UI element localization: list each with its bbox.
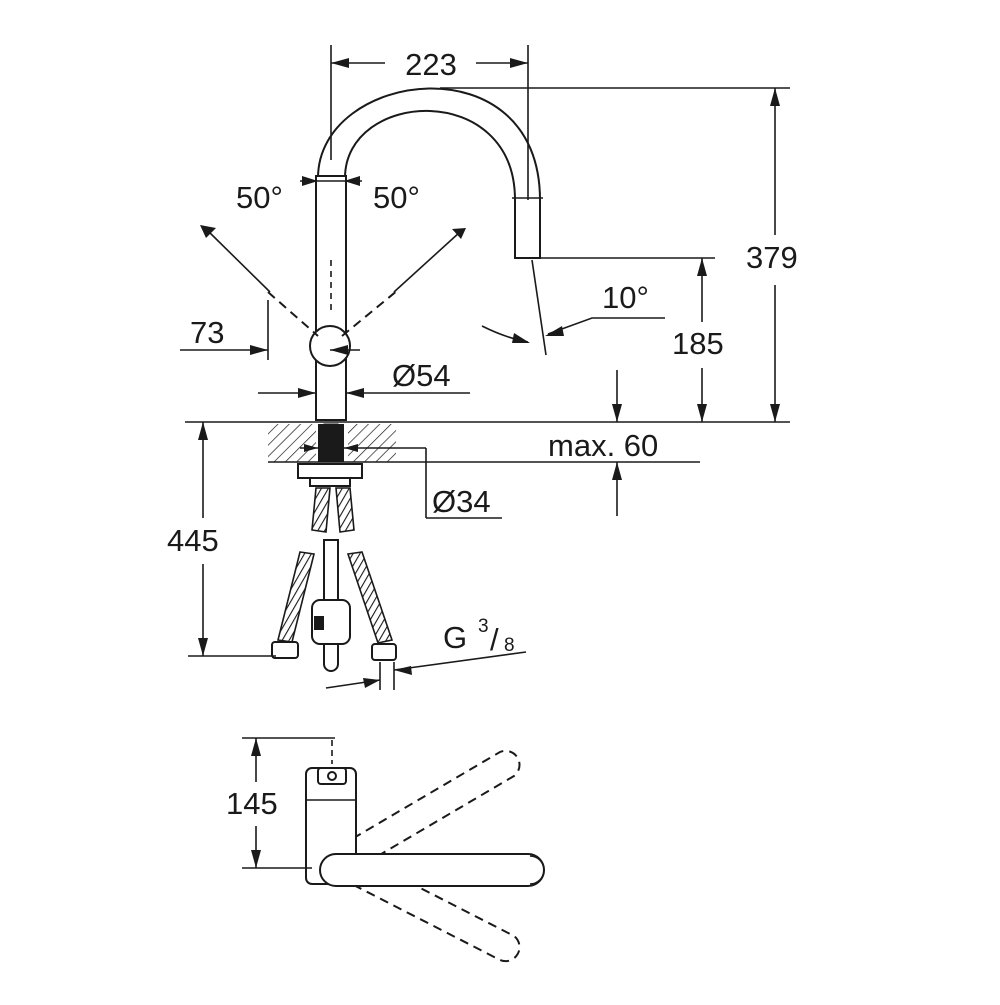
dim-plan-depth: 145 [226, 786, 278, 821]
spout-position-up [339, 749, 521, 871]
dim-deck-thickness: max. 60 [548, 428, 658, 463]
hose-connector-left [271, 641, 299, 659]
hose-braided-right-upper [335, 487, 355, 533]
spout [316, 87, 541, 259]
angle-line-right [393, 231, 461, 293]
spout-position-down [339, 853, 521, 963]
dim-thread-num: 3 [478, 616, 489, 637]
faucet-plan-view: 145 [226, 737, 545, 963]
dimensions: 223 50° 50° 379 185 10° 73 [167, 45, 798, 689]
dim-height-outlet: 185 [672, 326, 724, 361]
dim-thread: G [443, 620, 467, 655]
lever-knob [309, 325, 351, 367]
dim-angle-right: 50° [373, 180, 420, 215]
dim-hole-diameter: Ø34 [432, 484, 491, 519]
hose-connector-right [371, 643, 397, 661]
hose-braided-left-upper [311, 487, 331, 533]
dim-width-top: 223 [405, 47, 457, 82]
dim-handle-offset: 73 [190, 315, 224, 350]
dim-height-total: 379 [746, 240, 798, 275]
mounting-nut [297, 463, 363, 479]
deck-section-left [268, 424, 316, 462]
lever-position-right [341, 289, 399, 337]
angle-line-left [206, 229, 271, 293]
dim-angle-left: 50° [236, 180, 283, 215]
lever-position-left [267, 291, 319, 337]
weight-mark [314, 616, 324, 630]
dim-body-diameter: Ø54 [392, 358, 451, 393]
thread-slash: / [490, 622, 499, 657]
pullout-hose [323, 539, 339, 601]
dim-hose-length: 445 [167, 523, 219, 558]
dim-angle-spray: 10° [602, 280, 649, 315]
hose-braided-right [346, 551, 394, 644]
faucet-elevation [185, 87, 790, 690]
dim-thread-den: 8 [504, 635, 515, 656]
plan-spout [319, 853, 545, 887]
deck-section-right [348, 424, 396, 462]
hose-braided-left [277, 551, 315, 643]
